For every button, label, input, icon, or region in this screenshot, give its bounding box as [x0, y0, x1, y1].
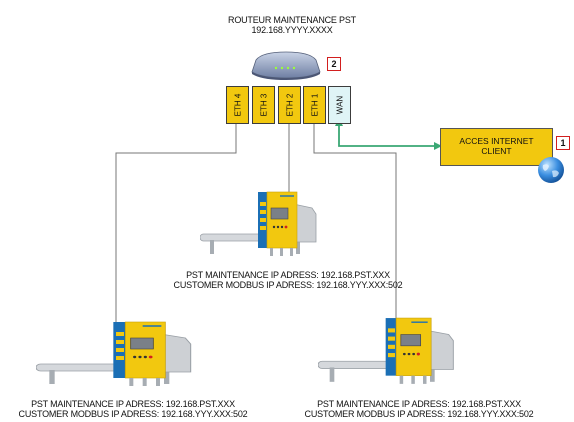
port-eth2: ETH 2	[278, 86, 301, 124]
eth1-cable	[313, 124, 397, 318]
internet-access-line2: CLIENT	[481, 146, 512, 156]
pst-device-right	[318, 317, 455, 385]
globe-icon	[538, 157, 564, 183]
port-eth4: ETH 4	[226, 86, 249, 124]
device-right-modbus-ip: CUSTOMER MODBUS IP ADRESS: 192.168.YYY.X…	[304, 409, 534, 419]
device-right-maintenance-ip: PST MAINTENANCE IP ADRESS: 192.168.PST.X…	[317, 399, 521, 409]
eth4-cable	[115, 124, 237, 332]
port-eth1: ETH 1	[303, 86, 326, 124]
internet-arrow-right	[434, 142, 442, 150]
device-center-modbus-ip: CUSTOMER MODBUS IP ADRESS: 192.168.YYY.X…	[173, 280, 403, 290]
pst-device-left	[36, 321, 192, 387]
router-caption: ROUTEUR MAINTENANCE PST 192.168.YYYY.XXX…	[187, 15, 397, 35]
port-eth1-label: ETH 1	[310, 93, 319, 117]
port-eth3: ETH 3	[252, 86, 275, 124]
device-left-caption: PST MAINTENANCE IP ADRESS: 192.168.PST.X…	[8, 399, 258, 419]
router-badge: 2	[327, 57, 341, 71]
wan-internet-link	[338, 124, 436, 147]
port-eth3-label: ETH 3	[259, 93, 268, 117]
port-wan-label: WAN	[335, 95, 344, 115]
device-center-maintenance-ip: PST MAINTENANCE IP ADRESS: 192.168.PST.X…	[186, 270, 390, 280]
pst-device-center	[200, 191, 317, 257]
internet-access-box: ACCES INTERNET CLIENT	[440, 128, 553, 166]
device-left-modbus-ip: CUSTOMER MODBUS IP ADRESS: 192.168.YYY.X…	[18, 409, 248, 419]
router-icon	[251, 51, 321, 80]
internet-badge: 1	[556, 136, 570, 150]
device-center-caption: PST MAINTENANCE IP ADRESS: 192.168.PST.X…	[148, 270, 428, 290]
port-eth4-label: ETH 4	[233, 93, 242, 117]
device-right-caption: PST MAINTENANCE IP ADRESS: 192.168.PST.X…	[294, 399, 544, 419]
router-ip: 192.168.YYYY.XXXX	[251, 25, 333, 35]
port-eth2-label: ETH 2	[285, 93, 294, 117]
device-left-maintenance-ip: PST MAINTENANCE IP ADRESS: 192.168.PST.X…	[31, 399, 235, 409]
port-wan: WAN	[328, 86, 351, 124]
internet-access-line1: ACCES INTERNET	[459, 136, 534, 146]
router-title: ROUTEUR MAINTENANCE PST	[228, 15, 356, 25]
